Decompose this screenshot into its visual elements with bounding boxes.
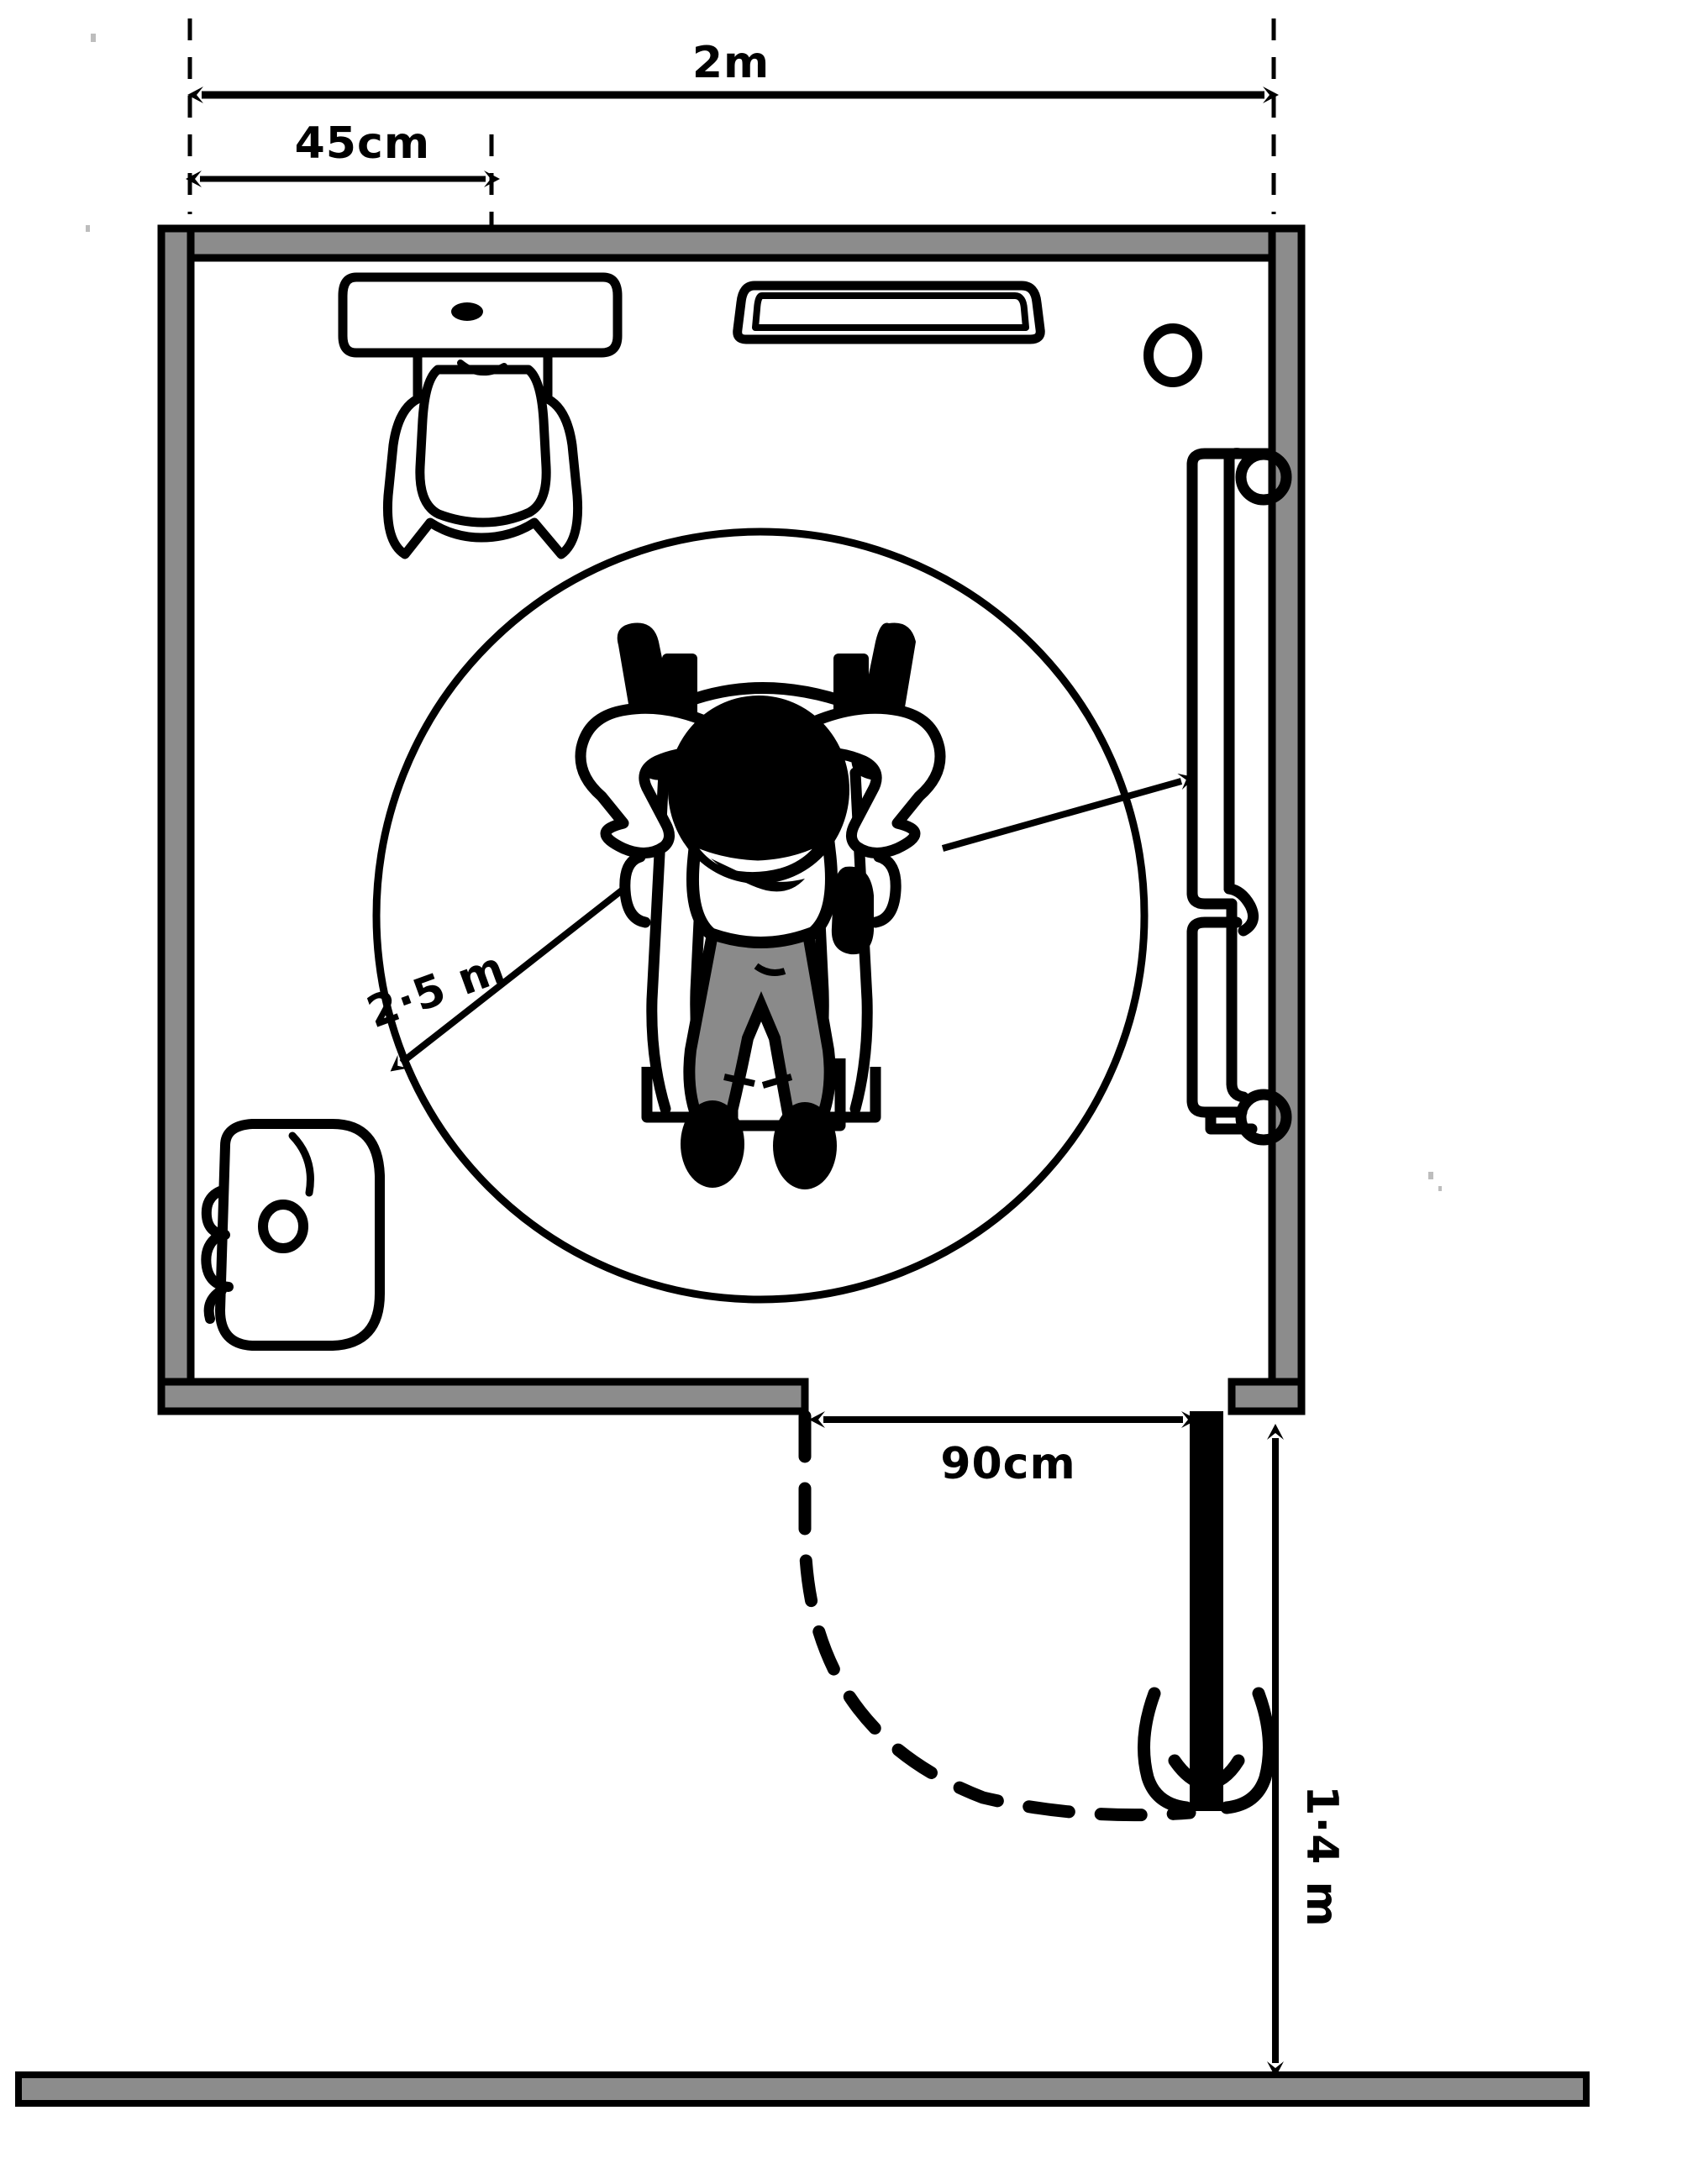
wheelchair-footplates bbox=[641, 1058, 881, 1131]
paper-specks bbox=[86, 34, 1442, 1191]
dimension-toilet-offset-label: 45cm bbox=[295, 118, 430, 169]
basin-detail bbox=[203, 1285, 227, 1324]
basin-outline bbox=[215, 1119, 385, 1351]
cistern bbox=[338, 272, 623, 358]
dimension-toilet-offset: 45cm bbox=[186, 118, 500, 187]
dimension-door-width-label: 90cm bbox=[940, 1439, 1075, 1489]
wheelchair-hubs bbox=[831, 866, 874, 955]
flush-button bbox=[451, 302, 483, 321]
basin-inner-curve bbox=[288, 1131, 314, 1197]
dimension-room-width-label: 2m bbox=[692, 38, 770, 88]
shelf-outline bbox=[733, 281, 1045, 344]
toilet-seat bbox=[415, 365, 551, 528]
basin-overflow bbox=[201, 1230, 234, 1292]
door-swing-arc bbox=[798, 1410, 1196, 1822]
corridor-wall bbox=[15, 2071, 1590, 2107]
dimension-approach-depth: 1·4 m bbox=[1267, 1424, 1347, 2077]
figure-eye-left bbox=[722, 842, 751, 855]
basin-plughole bbox=[258, 1200, 308, 1253]
dimension-room-width: 2m bbox=[187, 38, 1279, 103]
wall-fitting-icon bbox=[1143, 323, 1202, 387]
toilet-fixture bbox=[338, 272, 623, 559]
door-leaf bbox=[1190, 1411, 1223, 1811]
wheelchair-user bbox=[575, 622, 946, 1189]
figure-hair bbox=[668, 696, 849, 884]
door-handle bbox=[1138, 1687, 1275, 1814]
dimension-turning-circle-label: 2·5 m bbox=[360, 942, 512, 1038]
wall-shelf bbox=[733, 281, 1045, 344]
toilet-pan bbox=[382, 348, 583, 559]
figure-trouser-folds bbox=[723, 963, 793, 1089]
wash-basin bbox=[201, 1119, 385, 1351]
figure-shoes bbox=[681, 1100, 837, 1189]
figure-chin-shadow bbox=[711, 858, 805, 892]
room-walls bbox=[157, 224, 1306, 1415]
dimension-approach-depth-label: 1·4 m bbox=[1296, 1785, 1347, 1927]
turning-circle bbox=[372, 528, 1149, 1304]
grab-rail bbox=[1186, 448, 1292, 1146]
grab-rail-bracket-top bbox=[1235, 449, 1292, 506]
seat-detail bbox=[457, 360, 507, 375]
shelf-inner bbox=[752, 292, 1029, 331]
dimension-door-width: 90cm bbox=[809, 1411, 1197, 1489]
grab-rail-bracket-mid bbox=[1223, 883, 1259, 937]
figure-trousers bbox=[683, 926, 836, 1128]
